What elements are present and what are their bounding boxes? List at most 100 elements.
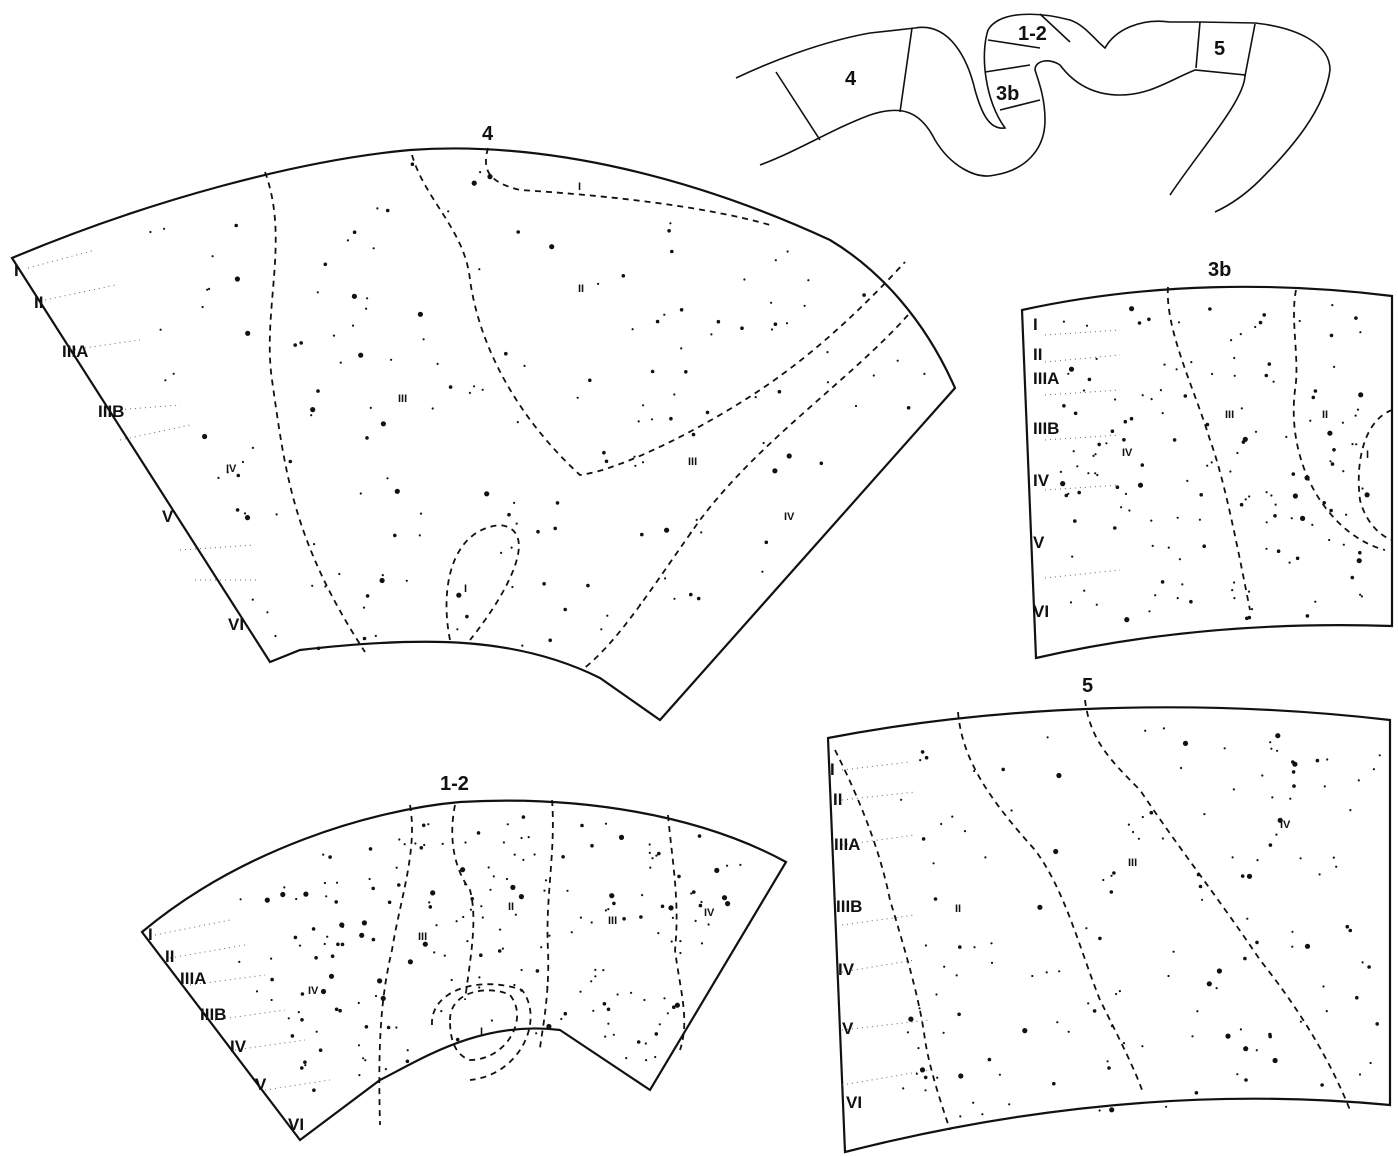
cell-dot [1314,601,1316,603]
cell-dot [149,231,151,233]
cell-dot [1305,475,1310,480]
cell-dot [1189,600,1193,604]
cell-dot [464,883,466,885]
cell-dot [252,447,254,449]
cell-dot [1269,843,1273,847]
cell-dot [1266,521,1268,523]
cell-dot [669,417,673,421]
cell-dot [1327,431,1332,436]
cell-dot [1195,1091,1199,1095]
cell-dot [298,1011,300,1013]
cell-dot [245,515,250,520]
cell-dot [675,1003,680,1008]
cell-dot [1359,1073,1361,1075]
cell-dot [380,578,385,583]
cell-dot [404,843,406,845]
cell-dot [1291,931,1293,933]
cell-dot [386,477,388,479]
cell-dot [381,421,386,426]
cell-dot [489,889,491,891]
cell-dot [651,370,655,374]
cell-dot [765,541,769,545]
cell-dot [522,859,524,861]
cell-dot [393,534,397,538]
cell-dot [1162,837,1164,839]
cell-dot [514,854,516,856]
cell-dot [322,854,324,856]
cell-dot [430,890,435,895]
cell-dot [1266,491,1268,493]
cell-dot [1233,357,1235,359]
cell-dot [406,1060,410,1064]
inset-label-3b: 3b [996,83,1019,105]
cell-dot [1357,558,1362,563]
cell-dot [331,954,335,958]
cell-dot [1354,316,1358,320]
cell-dot [1144,730,1146,732]
cell-dot [395,1026,397,1028]
cell-dot [1311,524,1313,526]
panel-4-zone-3-left: III [398,393,407,405]
cell-dot [546,986,548,988]
panel-1-2-title: 1-2 [440,773,469,795]
cell-dot [515,914,517,916]
cell-dot [664,528,669,533]
cell-dot [352,325,354,327]
cell-dot [280,892,285,897]
cell-dot [333,335,335,337]
cell-dot [827,381,829,383]
panel-5-layer-4: IV [838,960,855,979]
cell-dot [897,360,899,362]
cell-dot [1224,747,1226,749]
cell-dot [669,222,671,224]
cell-dot [1216,987,1218,989]
cell-dot [1196,1010,1198,1012]
cell-dot [1361,487,1363,489]
cell-dot [440,1010,442,1012]
cell-dot [1160,389,1162,391]
cell-dot [641,894,643,896]
cell-dot [603,1002,607,1006]
cell-dot [1359,594,1361,596]
cell-dot [1184,394,1188,398]
cell-dot [335,1008,339,1012]
cell-dot [398,838,400,840]
cell-dot [1098,937,1102,941]
cell-dot [522,815,526,819]
cell-dot [1154,594,1156,596]
cell-dot [663,314,665,316]
cell-dot [365,1025,369,1029]
cell-dot [1273,381,1275,383]
cell-dot [507,823,509,825]
cell-dot [1052,1082,1056,1086]
cell-dot [542,582,546,586]
cell-dot [1271,796,1273,798]
cell-dot [353,230,357,234]
cell-dot [1240,1028,1242,1030]
cell-dot [1322,501,1326,505]
cell-dot [951,816,953,818]
panel-1-2-layer-3a: IIIA [180,969,206,988]
cell-dot [1113,526,1117,530]
cell-dot [418,312,423,317]
cell-dot [1314,389,1318,393]
cell-dot [316,1031,318,1033]
panel-3b-cell-dots [1060,304,1370,622]
cell-dot [1056,1021,1058,1023]
cell-dot [339,922,344,927]
cell-dot [606,615,608,617]
cell-dot [679,940,681,942]
cell-dot [1022,1028,1027,1033]
cell-dot [1285,436,1287,438]
cell-dot [761,571,763,573]
cell-dot [478,986,480,988]
cell-dot [387,1026,391,1030]
cell-dot [360,492,362,494]
cell-dot [414,842,416,844]
cell-dot [491,1019,493,1021]
panel-4-title: 4 [482,123,494,145]
cell-dot [1229,470,1231,472]
cell-dot [202,306,204,308]
cell-dot [564,1012,568,1016]
cell-dot [423,338,425,340]
